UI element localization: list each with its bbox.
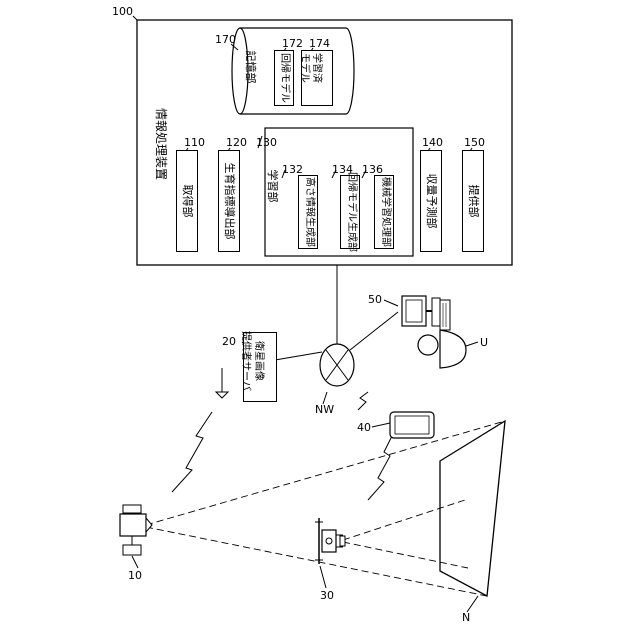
antenna-icon — [216, 368, 228, 398]
leader-50 — [384, 300, 398, 306]
leader-40 — [372, 423, 390, 427]
computer-icon — [402, 296, 450, 330]
trained-model-ref: 174 — [309, 38, 330, 50]
acquisition-box: 取得部 — [176, 150, 198, 252]
leader-N — [467, 596, 478, 612]
system-ref: 100 — [112, 6, 133, 18]
provision-ref: 150 — [464, 137, 485, 149]
leader-10 — [132, 556, 138, 568]
user-ref: U — [480, 337, 488, 349]
height-info-label: 高さ情報生成部 — [303, 175, 315, 249]
provision-label: 提供部 — [467, 151, 479, 251]
wireless-satellite-icon — [172, 412, 212, 492]
satellite-server-line2: 提供者サーバ — [239, 326, 251, 396]
field-shape — [440, 421, 505, 596]
growth-index-ref: 120 — [226, 137, 247, 149]
link-network-server — [275, 352, 322, 360]
trained-model-box: 学習済 モデル — [301, 50, 333, 106]
learning-label: 学習部 — [266, 156, 278, 216]
satellite-server-box: 衛星画像 提供者サーバ — [243, 332, 277, 402]
network-ref: NW — [315, 404, 334, 416]
height-info-ref: 132 — [282, 164, 303, 176]
height-info-box: 高さ情報生成部 — [298, 175, 318, 249]
satellite-server-line1: 衛星画像 — [252, 326, 264, 396]
storage-label: 記憶部 — [242, 42, 256, 92]
terminal-ref: 50 — [368, 294, 382, 306]
yield-prediction-box: 収量予測部 — [420, 150, 442, 252]
ml-processing-box: 機械学習処理部 — [374, 175, 394, 249]
regression-model-box: 回帰モデル — [274, 50, 294, 106]
network-icon — [320, 344, 354, 386]
ml-processing-ref: 136 — [362, 164, 383, 176]
mobile-ref: 40 — [357, 422, 371, 434]
field-ref: N — [462, 612, 470, 624]
acquisition-ref: 110 — [184, 137, 205, 149]
ml-processing-label: 機械学習処理部 — [379, 169, 391, 255]
drone-ray-top — [343, 500, 465, 540]
regression-gen-ref: 134 — [332, 164, 353, 176]
wireless-drone-icon — [368, 436, 392, 500]
mobile-icon — [390, 412, 434, 438]
yield-prediction-label: 収量予測部 — [425, 151, 437, 251]
regression-gen-box: 回帰モデル生成部 — [340, 175, 360, 249]
regression-model-label: 回帰モデル — [278, 50, 290, 106]
link-network-terminal — [350, 312, 398, 350]
acquisition-label: 取得部 — [181, 151, 193, 251]
drone-ref: 30 — [320, 590, 334, 602]
satellite-ref: 10 — [128, 570, 142, 582]
regression-gen-label: 回帰モデル生成部 — [345, 169, 357, 255]
storage-ref: 170 — [215, 34, 236, 46]
growth-index-label: 生育指標導出部 — [223, 151, 235, 251]
yield-prediction-ref: 140 — [422, 137, 443, 149]
drone-icon — [315, 518, 345, 564]
provision-box: 提供部 — [462, 150, 484, 252]
satellite-icon — [120, 505, 152, 555]
growth-index-box: 生育指標導出部 — [218, 150, 240, 252]
user-icon — [418, 330, 466, 368]
trained-model-line2: モデル — [298, 48, 310, 88]
trained-model-line1: 学習済 — [310, 48, 322, 88]
drone-ray-bottom — [343, 542, 468, 568]
leader-U — [466, 342, 478, 346]
learning-ref: 130 — [256, 137, 277, 149]
system-title: 情報処理装置 — [153, 79, 167, 209]
satellite-server-ref: 20 — [222, 336, 236, 348]
leader-30 — [320, 566, 326, 588]
wireless-network-icon — [358, 392, 368, 410]
system-leader — [133, 16, 137, 20]
